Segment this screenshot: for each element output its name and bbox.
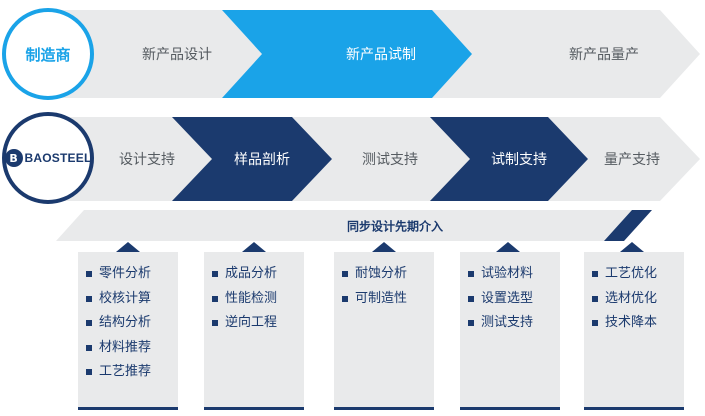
sync-band (56, 210, 648, 241)
list-item: 工艺优化 (592, 262, 684, 287)
list-item: 逆向工程 (212, 311, 304, 336)
card-5-pointer (620, 242, 644, 252)
bullet-icon (86, 271, 92, 278)
card-5-list: 工艺优化 选材优化 技术降本 (584, 262, 684, 336)
card-2: 成品分析 性能检测 逆向工程 (204, 252, 304, 410)
bao-stage-4-chevron (430, 117, 588, 201)
bao-stage-label-sample-analysis: 样品剖析 (234, 152, 290, 168)
list-item: 成品分析 (212, 262, 304, 287)
bullet-icon (86, 344, 92, 351)
list-item: 可制造性 (342, 287, 434, 312)
bullet-icon (592, 295, 598, 302)
bullet-icon (592, 271, 598, 278)
card-5: 工艺优化 选材优化 技术降本 (584, 252, 684, 410)
card-2-list: 成品分析 性能检测 逆向工程 (204, 262, 304, 336)
baosteel-logo-icon: B (4, 149, 23, 167)
baosteel-circle: B BAOSTEEL (2, 112, 94, 204)
mfr-stage-label-design: 新产品设计 (142, 47, 212, 63)
list-item: 性能检测 (212, 287, 304, 312)
list-item: 结构分析 (86, 311, 178, 336)
mfr-stage-label-trial: 新产品试制 (346, 47, 416, 63)
manufacturer-circle: 制造商 (2, 8, 94, 100)
bullet-icon (86, 320, 92, 327)
bullet-icon (592, 320, 598, 327)
bao-stage-5-chevron (548, 117, 700, 201)
card-1-pointer (116, 242, 140, 252)
list-item: 材料推荐 (86, 336, 178, 361)
card-3: 耐蚀分析 可制造性 (334, 252, 434, 410)
card-3-pointer (372, 242, 396, 252)
bullet-icon (212, 320, 218, 327)
card-1-list: 零件分析 校核计算 结构分析 材料推荐 工艺推荐 (78, 262, 178, 385)
bullet-icon (342, 295, 348, 302)
list-item: 耐蚀分析 (342, 262, 434, 287)
bullet-icon (468, 295, 474, 302)
list-item: 技术降本 (592, 311, 684, 336)
bullet-icon (86, 295, 92, 302)
bullet-icon (342, 271, 348, 278)
list-item: 试验材料 (468, 262, 560, 287)
bao-stage-label-design-support: 设计支持 (119, 152, 175, 168)
bullet-icon (212, 295, 218, 302)
bao-stage-2-chevron (172, 117, 332, 201)
list-item: 选材优化 (592, 287, 684, 312)
bullet-icon (468, 320, 474, 327)
baosteel-logo: B BAOSTEEL (4, 149, 92, 167)
card-4-pointer (496, 242, 520, 252)
list-item: 测试支持 (468, 311, 560, 336)
mfr-stage-2-chevron (222, 10, 472, 98)
card-4-list: 试验材料 设置选型 测试支持 (460, 262, 560, 336)
mfr-stage-3-chevron (430, 10, 700, 98)
mfr-stage-label-mass: 新产品量产 (569, 47, 639, 63)
mfr-stage-1-chevron (40, 10, 262, 98)
card-2-pointer (242, 242, 266, 252)
card-3-list: 耐蚀分析 可制造性 (334, 262, 434, 311)
bao-stage-3-chevron (292, 117, 472, 201)
bao-stage-label-trial-support: 试制支持 (491, 152, 547, 168)
bullet-icon (468, 271, 474, 278)
list-item: 零件分析 (86, 262, 178, 287)
list-item: 设置选型 (468, 287, 560, 312)
baosteel-logo-text: BAOSTEEL (24, 151, 92, 165)
bullet-icon (86, 369, 92, 376)
bao-stage-label-mass-support: 量产支持 (604, 152, 660, 168)
bao-stage-label-test-support: 测试支持 (362, 152, 418, 168)
sync-label: 同步设计先期介入 (346, 219, 444, 234)
manufacturer-label: 制造商 (25, 45, 71, 64)
sync-band-accent (604, 210, 652, 241)
card-1: 零件分析 校核计算 结构分析 材料推荐 工艺推荐 (78, 252, 178, 410)
card-4: 试验材料 设置选型 测试支持 (460, 252, 560, 410)
list-item: 校核计算 (86, 287, 178, 312)
bullet-icon (212, 271, 218, 278)
list-item: 工艺推荐 (86, 360, 178, 385)
